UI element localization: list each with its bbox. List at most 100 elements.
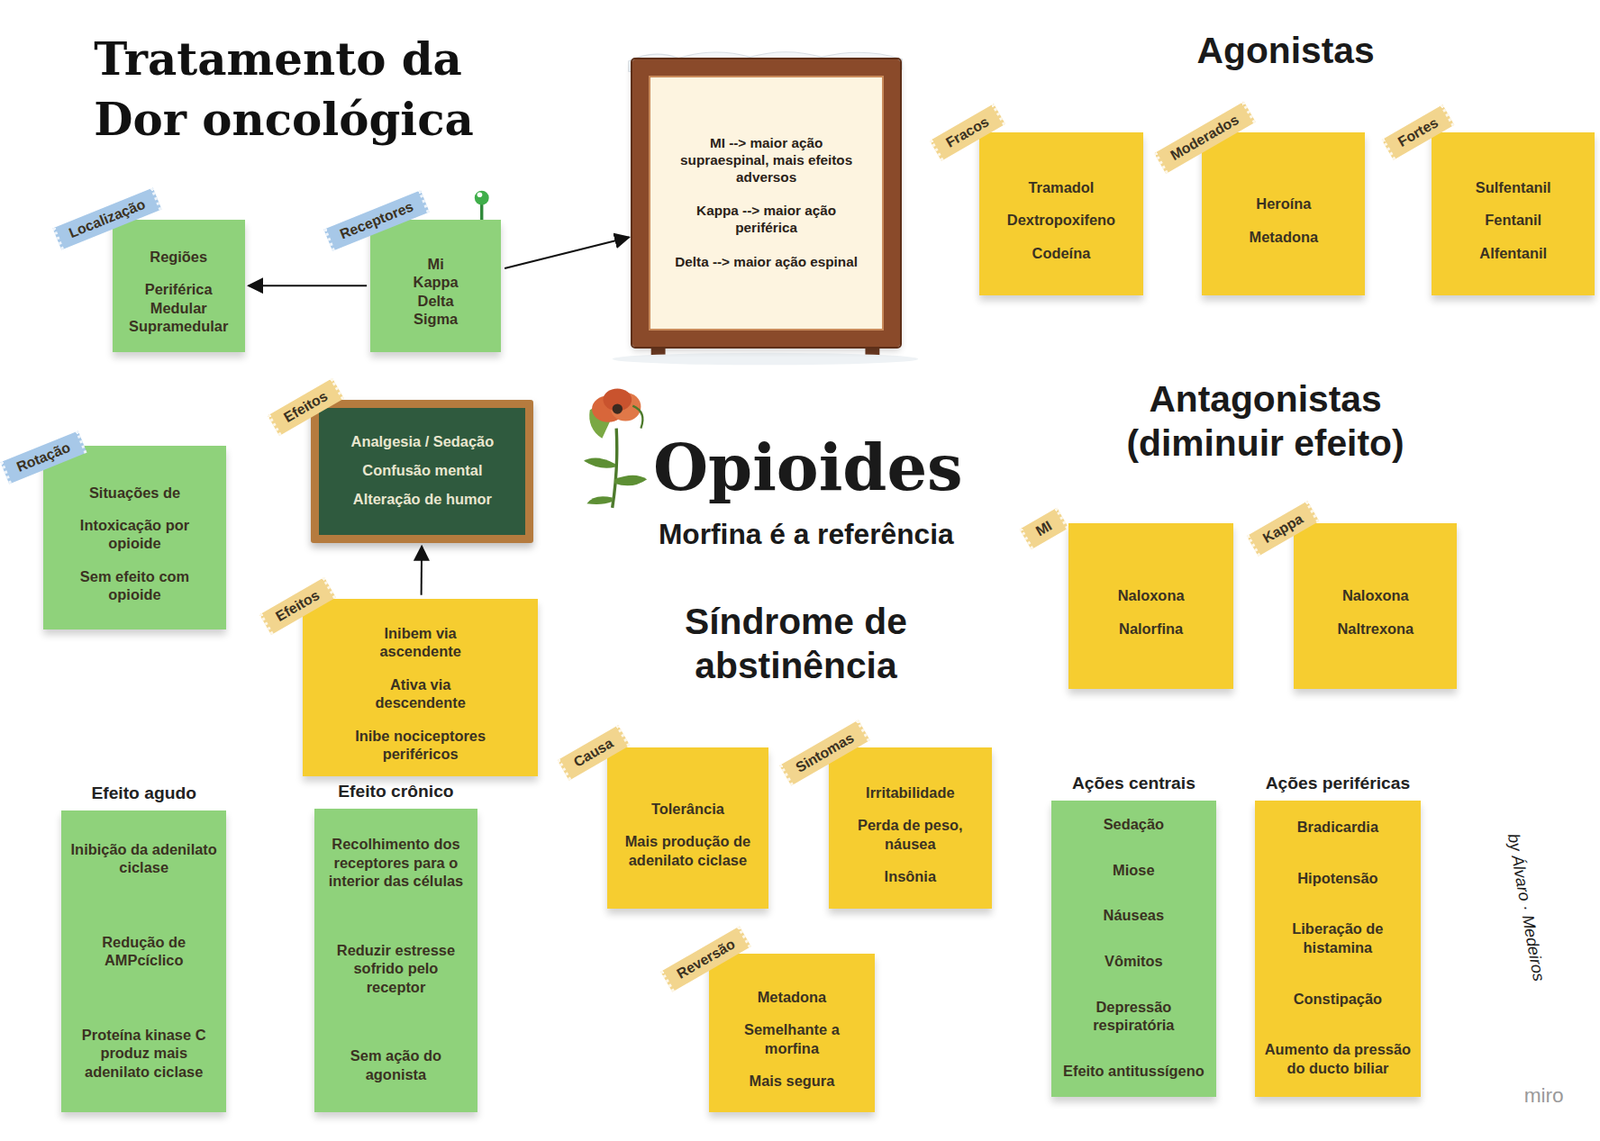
tape-label: Causa bbox=[556, 726, 629, 782]
snow-ground bbox=[612, 353, 919, 366]
note-text: Alteração de humor bbox=[353, 490, 492, 510]
note-text: Hipotensão bbox=[1297, 869, 1378, 889]
note-text: Periférica Medular Supramedular bbox=[120, 280, 237, 337]
sticky-note: ReceptoresMi Kappa Delta Sigma bbox=[370, 219, 501, 353]
note-text: Redução de AMPcíclico bbox=[69, 933, 219, 971]
sticky-note: MINaloxonaNalorfina bbox=[1068, 523, 1234, 689]
watermark: miro bbox=[1508, 1083, 1580, 1109]
note-text: Sem efeito com opioide bbox=[58, 567, 212, 605]
wooden-sign: MI --> maior ação supraespinal, mais efe… bbox=[632, 59, 900, 347]
note-text: Nalorfina bbox=[1118, 619, 1183, 639]
note-text: Inibição da adenilato ciclase bbox=[69, 840, 219, 878]
tape-label: Rotação bbox=[0, 431, 88, 485]
note-text: Confusão mental bbox=[362, 461, 482, 481]
note-heading: Efeito agudo bbox=[43, 783, 245, 804]
arrow-connector bbox=[504, 236, 629, 269]
note-text: Insônia bbox=[884, 867, 937, 887]
signature: by Álvaro · Medeiros bbox=[1498, 805, 1554, 1010]
note-text: Irritabilidade bbox=[865, 783, 955, 803]
note-heading: Efeito crônico bbox=[296, 781, 496, 802]
note-text: Proteína kinase C produz mais adenilato … bbox=[69, 1026, 219, 1082]
sticky-note: KappaNaloxonaNaltrexona bbox=[1293, 523, 1457, 689]
tape-label: Kappa bbox=[1246, 500, 1320, 557]
sticky-note: FortesSulfentanilFentanilAlfentanil bbox=[1431, 132, 1595, 296]
section-heading: Síndrome de abstinência bbox=[653, 600, 939, 689]
note-text: Mais segura bbox=[749, 1072, 836, 1091]
subtitle: Morfina é a referência bbox=[612, 517, 1000, 552]
note-text: Alfentanil bbox=[1479, 244, 1547, 264]
note-text: Dextropoxifeno bbox=[1007, 210, 1116, 230]
note-heading: Ações periféricas bbox=[1236, 773, 1438, 794]
page-title: Tratamento da Dor oncológica bbox=[93, 28, 543, 151]
note-text: Efeito antitussígeno bbox=[1063, 1062, 1205, 1082]
note-text: Semelhante a morfina bbox=[717, 1020, 866, 1058]
sticky-note: Efeito crônicoRecolhimento dos receptore… bbox=[314, 809, 478, 1112]
note-text: Vômitos bbox=[1104, 952, 1164, 972]
pin-shine bbox=[477, 191, 483, 198]
note-text: Regiões bbox=[149, 247, 208, 267]
note-text: Analgesia / Sedação bbox=[351, 432, 495, 452]
sticky-note: ReversãoMetadonaSemelhante a morfinaMais… bbox=[709, 954, 874, 1113]
note-text: Reduzir estresse sofrido pelo receptor bbox=[322, 941, 470, 998]
sticky-note: SintomasIrritabilidadePerda de peso, náu… bbox=[828, 747, 992, 910]
note-text: Kappa --> maior ação periférica bbox=[663, 201, 869, 237]
pin-head bbox=[474, 190, 490, 206]
note-text: Bradicardia bbox=[1297, 818, 1379, 837]
section-heading: Agonistas bbox=[1132, 28, 1439, 73]
note-text: Heroína bbox=[1255, 194, 1311, 214]
note-text: MI --> maior ação supraespinal, mais efe… bbox=[663, 134, 869, 186]
note-text: Ativa via descendente bbox=[344, 675, 498, 713]
note-text: Metadona bbox=[1249, 227, 1319, 247]
note-text: Inibem via ascendente bbox=[344, 624, 498, 662]
sticky-note: FracosTramadolDextropoxifenoCodeína bbox=[979, 132, 1143, 296]
tape-label: Fortes bbox=[1381, 104, 1455, 161]
sticky-note: LocalizaçãoRegiõesPeriférica Medular Sup… bbox=[112, 219, 246, 353]
sticky-note: ModeradosHeroínaMetadona bbox=[1201, 132, 1365, 296]
tape-label: Localização bbox=[52, 187, 162, 250]
note-text: Codeína bbox=[1032, 244, 1091, 264]
note-text: Mais produção de adenilato ciclase bbox=[615, 832, 761, 870]
sticky-note: Ações periféricasBradicardiaHipotensãoLi… bbox=[1254, 800, 1420, 1097]
note-text: Tolerância bbox=[651, 800, 725, 819]
arrow-connector bbox=[248, 284, 367, 287]
note-text: Delta --> maior ação espinal bbox=[674, 253, 858, 271]
sticky-note: Ações centraisSedaçãoMioseNáuseasVômitos… bbox=[1051, 800, 1217, 1097]
chalkboard: EfeitosAnalgesia / SedaçãoConfusão menta… bbox=[310, 400, 534, 544]
note-text: Intoxicação por opioide bbox=[58, 516, 212, 554]
sticky-note: Efeito agudoInibição da adenilato ciclas… bbox=[61, 810, 227, 1112]
tape-label: Receptores bbox=[324, 190, 431, 252]
note-text: Liberação de histamina bbox=[1263, 919, 1412, 957]
tape-label: Sintomas bbox=[780, 720, 872, 787]
note-text: Constipação bbox=[1293, 990, 1382, 1010]
main-heading: Opioides bbox=[653, 430, 980, 507]
tape-label: Efeitos bbox=[259, 577, 337, 636]
note-text: Náuseas bbox=[1103, 906, 1165, 926]
tape-label: Moderados bbox=[1154, 102, 1255, 175]
note-text: Naloxona bbox=[1118, 586, 1185, 606]
tape-label: Fracos bbox=[929, 103, 1006, 162]
note-text: Naltrexona bbox=[1336, 619, 1414, 639]
tape-label: Efeitos bbox=[267, 378, 345, 437]
note-text: Metadona bbox=[757, 988, 828, 1008]
note-text: Tramadol bbox=[1027, 178, 1094, 198]
note-text: Perda de peso, náusea bbox=[836, 816, 984, 854]
note-text: Sedação bbox=[1103, 815, 1164, 835]
note-text: Recolhimento dos receptores para o inter… bbox=[322, 835, 470, 891]
section-heading: Antagonistas (diminuir efeito) bbox=[1081, 377, 1450, 466]
note-text: Depressão respiratória bbox=[1059, 998, 1209, 1036]
note-text: Sem ação do agonista bbox=[322, 1046, 470, 1084]
note-text: Sulfentanil bbox=[1475, 178, 1552, 198]
note-text: Aumento da pressão do ducto biliar bbox=[1263, 1040, 1412, 1078]
note-text: Mi Kappa Delta Sigma bbox=[405, 254, 467, 329]
tape-label: Reversão bbox=[660, 927, 752, 993]
note-text: Inibe nociceptores periféricos bbox=[344, 727, 498, 764]
note-text: Naloxona bbox=[1342, 586, 1410, 606]
sticky-note: CausaTolerânciaMais produção de adenilat… bbox=[607, 747, 769, 910]
sticky-note: RotaçãoSituações deIntoxicação por opioi… bbox=[43, 445, 228, 630]
note-text: Fentanil bbox=[1484, 210, 1542, 230]
note-heading: Ações centrais bbox=[1033, 773, 1235, 794]
note-text: Situações de bbox=[89, 483, 181, 503]
arrow-connector bbox=[420, 546, 424, 596]
sticky-note: EfeitosInibem via ascendenteAtiva via de… bbox=[302, 599, 538, 777]
